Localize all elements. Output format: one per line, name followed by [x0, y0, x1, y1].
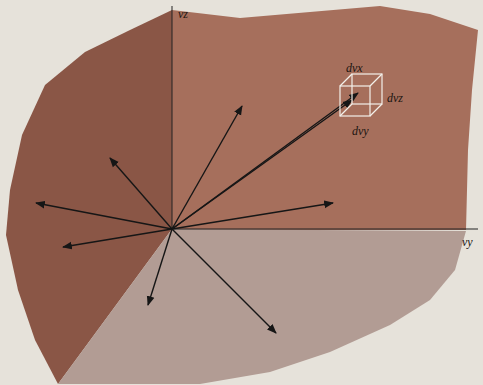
cube-front-face — [340, 86, 370, 116]
vx-vy-plane — [58, 229, 466, 384]
cube-edge — [340, 74, 352, 86]
velocity-vector — [36, 203, 172, 229]
velocity-vector — [172, 229, 276, 333]
velocity-vector — [172, 106, 242, 229]
axis-label: vy — [462, 236, 473, 248]
cube-edge — [370, 104, 382, 116]
cube-edge — [340, 104, 352, 116]
vz-vy-plane — [172, 6, 478, 230]
axes — [172, 6, 478, 229]
vz-axis — [172, 6, 173, 229]
velocity-vector — [172, 93, 358, 229]
velocity-vector — [63, 229, 172, 247]
velocity-vector — [172, 203, 333, 229]
dimension-label: dvz — [387, 92, 403, 104]
velocity-vector — [148, 229, 172, 305]
dimension-label: dvy — [352, 125, 369, 137]
volume-element-cube — [340, 74, 382, 116]
velocity-vectors — [36, 93, 358, 333]
axis-label: vz — [178, 8, 188, 20]
cube-edge — [370, 74, 382, 86]
vy-axis — [172, 229, 478, 230]
dimension-label: dvx — [346, 62, 363, 74]
cube-back-face — [352, 74, 382, 104]
